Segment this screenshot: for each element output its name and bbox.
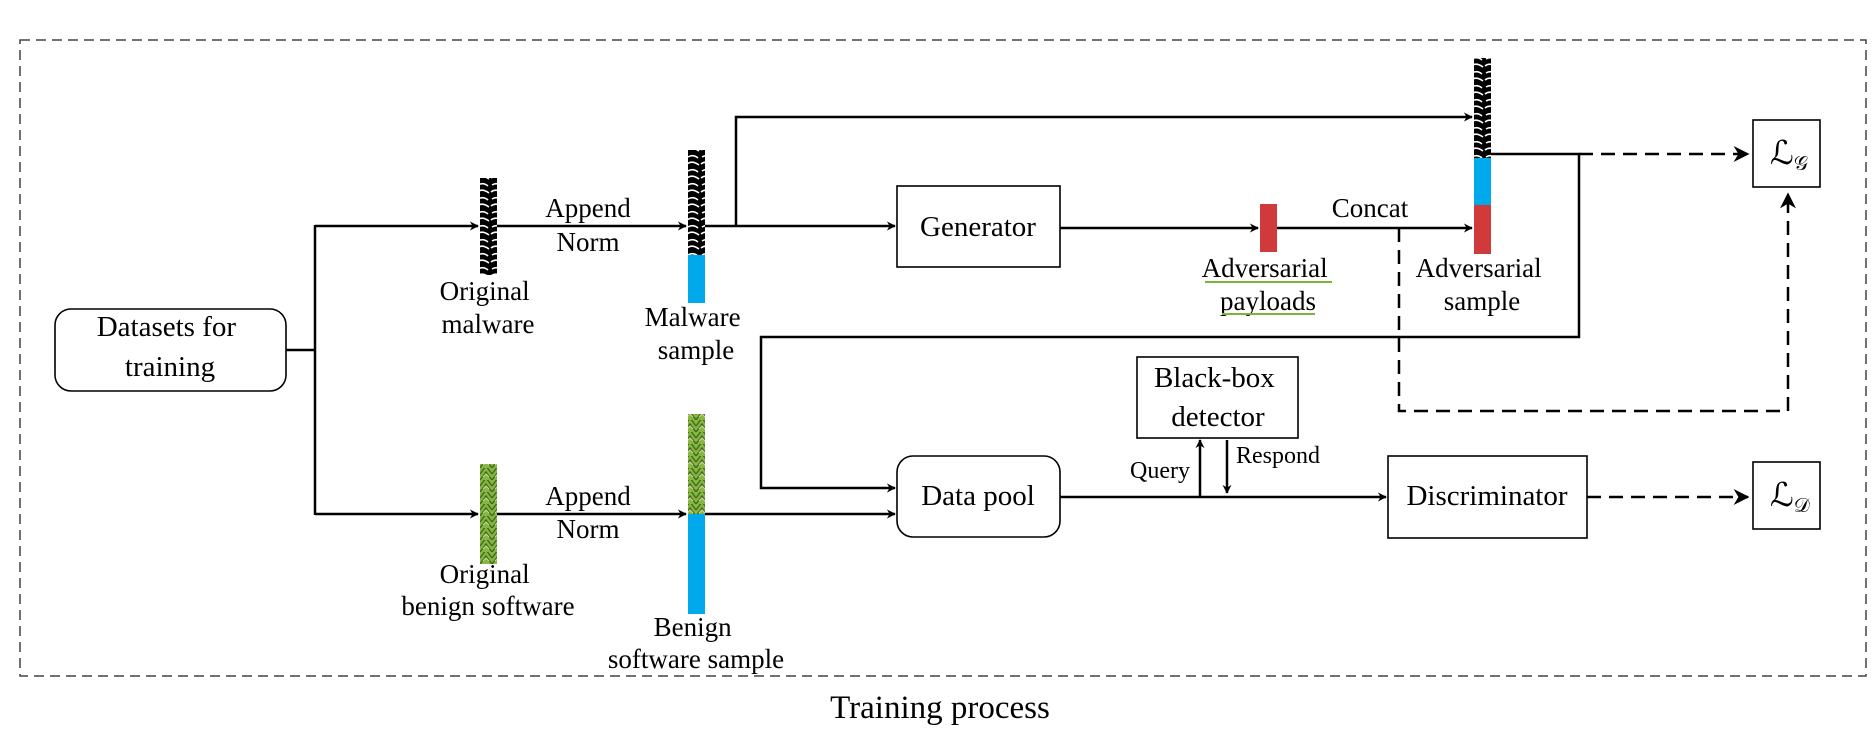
adversarial-sample-label: Adversarial sample [1416, 253, 1549, 316]
malware-sample-bar-black [688, 150, 705, 255]
original-malware-label: Original malware [440, 276, 537, 339]
concat-label: Concat [1332, 193, 1409, 223]
original-benign-label: Original benign software [401, 559, 574, 621]
generator-node [896, 185, 1061, 268]
query-label: Query [1130, 458, 1190, 484]
adversarial-sample-bar-black [1474, 58, 1491, 158]
loss-d-label: ℒ𝒟 [1770, 478, 1810, 517]
original-benign-bar [480, 464, 497, 564]
dashed-concat-to-loss-g [1397, 192, 1796, 413]
append-top-label: Append [545, 193, 631, 223]
datapool-label: Data pool [921, 480, 1035, 512]
append-bottom-label: Append [545, 481, 631, 511]
training-frame [19, 39, 1867, 677]
respond-label: Respond [1236, 443, 1320, 469]
benign-sample-label: Benign software sample [608, 612, 784, 674]
caption: Training process [830, 690, 1050, 726]
blackbox-label: Black-box detector [1154, 362, 1282, 433]
benign-sample-bar-blue [688, 514, 705, 614]
malware-sample-label: Malware sample [645, 302, 748, 365]
loss-g-label: ℒ𝒢 [1770, 136, 1808, 175]
benign-sample-bar-green [688, 414, 705, 514]
adversarial-sample-bar-blue [1474, 158, 1491, 205]
adversarial-payloads-label: Adversarial payloads [1202, 253, 1335, 316]
adversarial-sample-bar-red [1474, 205, 1491, 254]
loss-g-node [1752, 119, 1821, 188]
arrow-malware-to-adversarial [734, 112, 1473, 226]
blackbox-node [1136, 356, 1299, 439]
norm-bottom-label: Norm [557, 514, 620, 544]
original-malware-bar [480, 178, 497, 275]
adversarial-payload-bar [1260, 204, 1277, 252]
loss-d-node [1752, 461, 1821, 530]
malware-sample-bar-blue [688, 255, 705, 303]
norm-top-label: Norm [557, 227, 620, 257]
discriminator-label: Discriminator [1406, 480, 1567, 512]
generator-label: Generator [920, 211, 1036, 243]
datasets-label: Datasets for training [97, 311, 244, 383]
arrow-adversarial-to-datapool [759, 152, 1581, 493]
